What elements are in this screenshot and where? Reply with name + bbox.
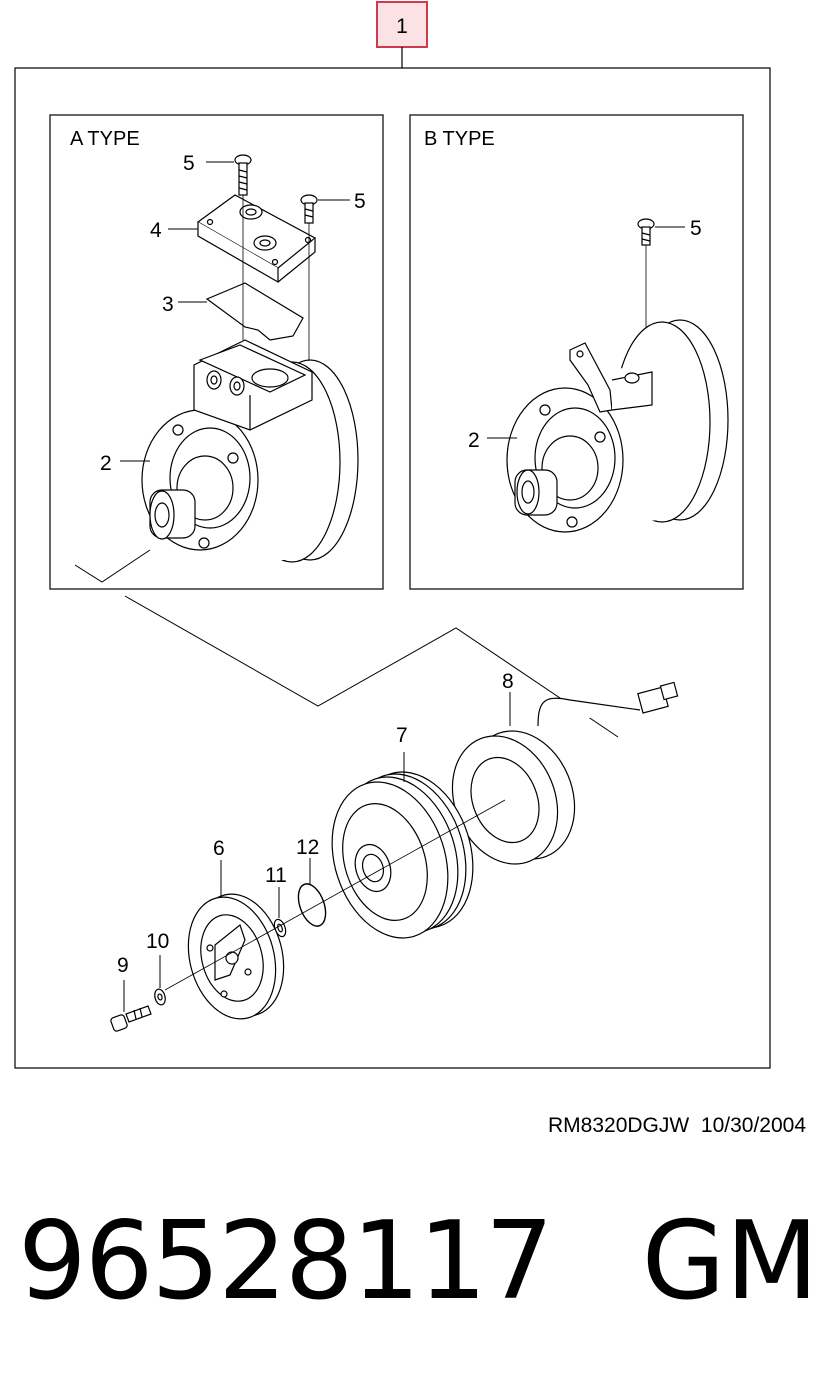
callout-5-a-top: 5: [183, 152, 195, 175]
bolt-9-icon: [110, 1005, 152, 1032]
panel-a-type: A TYPE 5 5 4: [49, 114, 384, 590]
callout-10: 10: [146, 930, 169, 953]
snap-ring-icon: [297, 883, 327, 927]
bolt-top-icon: [234, 154, 252, 196]
reference-date: 10/30/2004: [700, 1114, 806, 1137]
callout-7: 7: [396, 724, 408, 747]
cover-plate-icon: [196, 194, 317, 284]
bolt-b-icon: [637, 218, 655, 246]
callout-2-a: 2: [100, 452, 112, 475]
panel-b-title: B TYPE: [424, 128, 495, 150]
brand-name: GM: [641, 1199, 819, 1324]
gasket-icon: [205, 282, 304, 341]
callout-9: 9: [117, 954, 129, 977]
exploded-parts-diagram: 1 A TYPE 5 5: [14, 1, 771, 1069]
part-number: 96528117: [18, 1199, 554, 1324]
clutch-plate-icon: [187, 893, 285, 1020]
washer-icon: [154, 988, 166, 1006]
compressor-b-icon: [506, 319, 729, 533]
assembly-callout: 1: [376, 1, 428, 68]
drawing-reference: RM8320DGJW 10/30/2004: [548, 1114, 806, 1138]
callout-6: 6: [213, 837, 225, 860]
callout-5-b: 5: [690, 217, 702, 240]
explode-leader: [74, 549, 151, 583]
callout-4: 4: [150, 219, 162, 242]
callout-8: 8: [502, 670, 514, 693]
callout-5-a-right: 5: [354, 190, 366, 213]
reference-code: RM8320DGJW: [548, 1114, 690, 1137]
callout-2-b: 2: [468, 429, 480, 452]
compressor-a-icon: [141, 339, 359, 563]
callout-3: 3: [162, 293, 174, 316]
bolt-right-icon: [300, 194, 318, 224]
panel-b-type: B TYPE 5 2: [409, 114, 744, 590]
callout-11: 11: [265, 864, 287, 887]
assembly-callout-label: 1: [396, 15, 408, 38]
outer-frame: [14, 67, 771, 1069]
callout-12: 12: [296, 836, 319, 859]
panel-a-title: A TYPE: [70, 128, 140, 150]
pulley-icon: [331, 771, 474, 939]
part-identification: 96528117 GM: [18, 1202, 819, 1342]
